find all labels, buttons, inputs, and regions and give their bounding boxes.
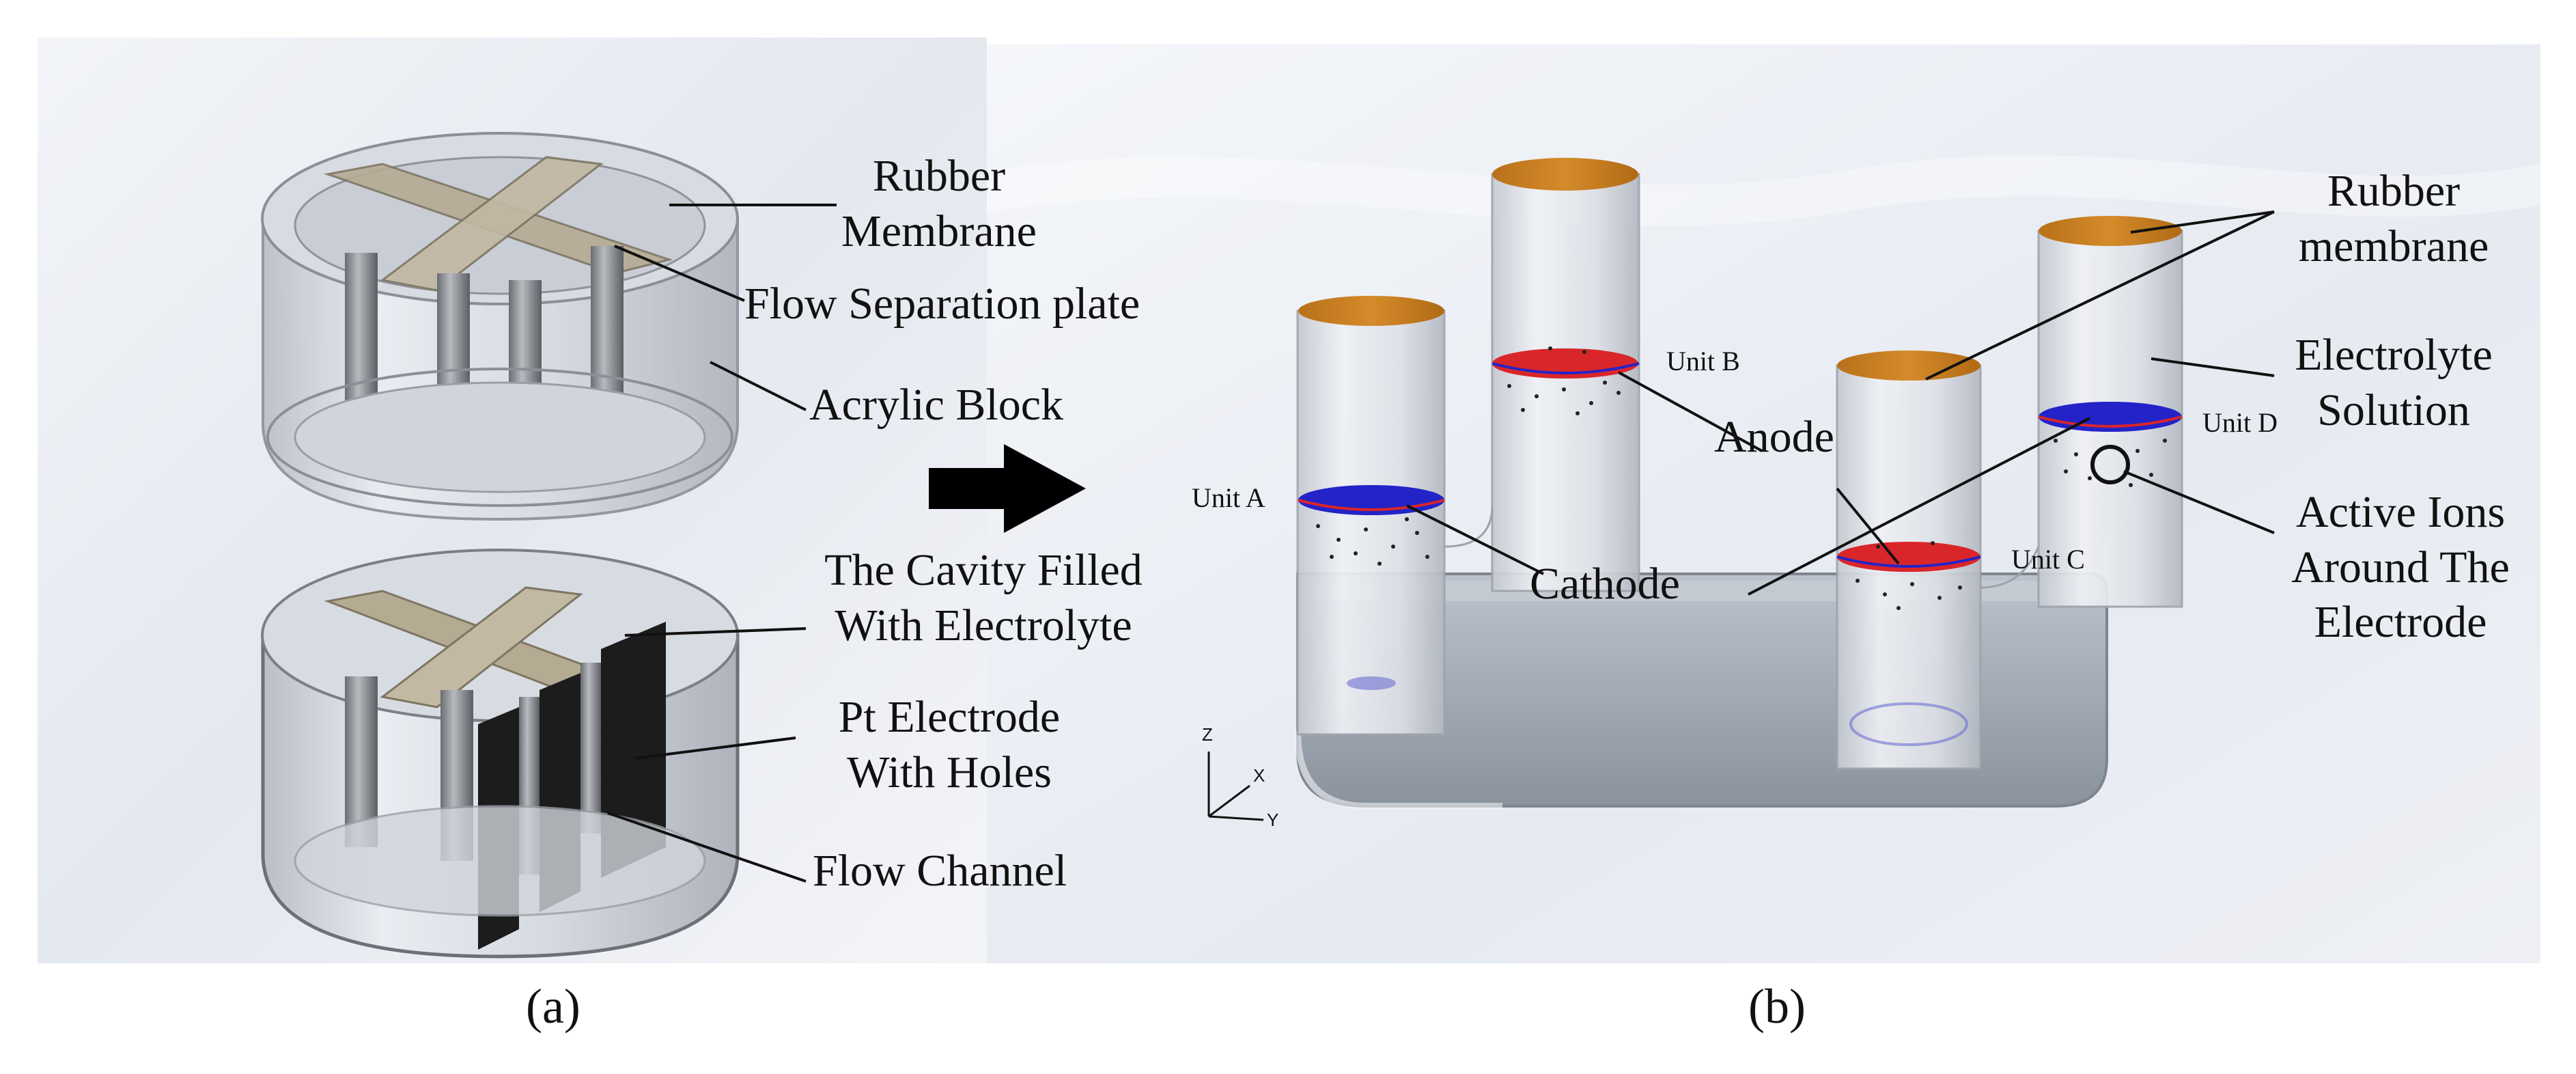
panel-b-background [987, 44, 2540, 963]
panel-b-leader-lines [1406, 210, 2275, 596]
background-sheen [987, 155, 2540, 226]
anode-label: Anode [1714, 412, 1834, 462]
membrane-cap-d [2039, 216, 2182, 246]
electrolyte-solution-label: Electrolyte Solution [2274, 328, 2513, 438]
label-line: Pt Electrode [838, 692, 1061, 742]
membrane-cap-a [1298, 296, 1444, 326]
flow-separation-plate-label: Flow Separation plate [744, 279, 1140, 329]
label-line: Solution [2317, 385, 2470, 435]
flow-channel-label: Flow Channel [813, 846, 1067, 896]
rubber-membrane-label-b: Rubber membrane [2274, 164, 2513, 274]
label-line: Electrode [2314, 597, 2487, 648]
label-line: membrane [2298, 221, 2489, 271]
axis-y-label: Y [1267, 810, 1279, 830]
membrane-cap-c [1837, 350, 1980, 381]
label-line: Rubber [872, 151, 1006, 201]
label-line: Electrolyte [2295, 330, 2493, 380]
label-line: Membrane [841, 206, 1037, 256]
unit-c-label: Unit C [2011, 544, 2085, 575]
axis-z-label: Z [1202, 724, 1213, 745]
active-ions-highlight [2090, 445, 2130, 484]
panel-a-leader-lines [607, 204, 837, 883]
unit-a-label: Unit A [1192, 482, 1265, 513]
unit-d-label: Unit D [2202, 407, 2278, 438]
axis-x-label: X [1253, 765, 1265, 786]
caption-a: (a) [526, 979, 580, 1034]
label-line: Rubber [2327, 166, 2461, 216]
cathode-label: Cathode [1530, 559, 1680, 609]
rubber-membrane-label-a: Rubber Membrane [837, 149, 1041, 259]
active-ions-label: Active Ions Around The Electrode [2274, 485, 2527, 650]
cavity-label: The Cavity Filled With Electrolyte [806, 543, 1161, 653]
pt-electrode-label: Pt Electrode With Holes [796, 690, 1103, 800]
ion-particles [1316, 346, 2167, 610]
membrane-cap-b [1492, 158, 1638, 191]
reactor-assembly [1294, 158, 2183, 810]
acrylic-block-top [261, 132, 739, 521]
axis-triad-icon [1207, 752, 1264, 821]
label-line: The Cavity Filled [824, 545, 1143, 595]
right-arrow-icon [929, 444, 1086, 533]
label-line: With Electrolyte [835, 600, 1132, 650]
label-line: Around The [2291, 542, 2510, 592]
unit-b-label: Unit B [1666, 346, 1740, 376]
label-line: Active Ions [2295, 487, 2506, 537]
acrylic-block-label: Acrylic Block [809, 380, 1064, 430]
caption-b: (b) [1748, 979, 1806, 1034]
acrylic-block-bottom [261, 549, 740, 959]
label-line: With Holes [847, 747, 1052, 797]
